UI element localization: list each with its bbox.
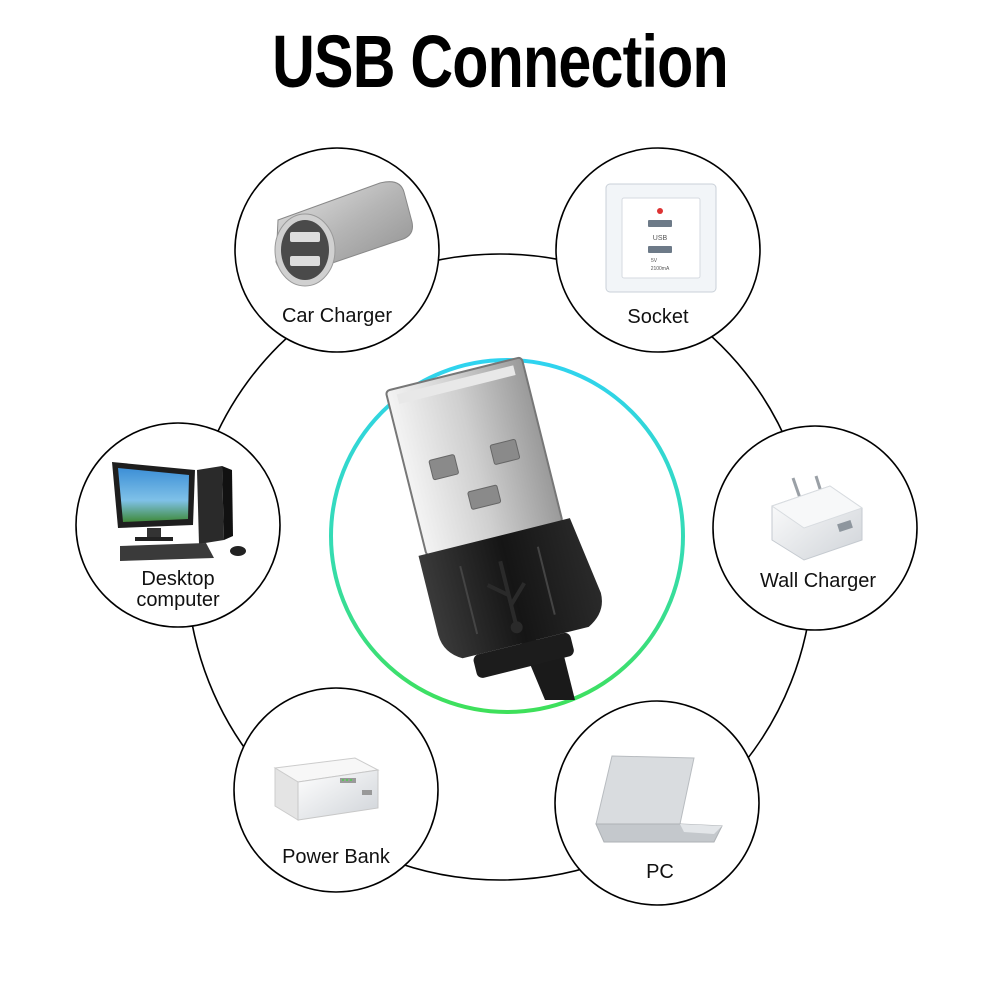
device-label-desktop-line-2: computer [136, 589, 220, 611]
device-label-desktop: Desktop computer [78, 569, 278, 611]
usb-plug-icon [385, 356, 602, 700]
device-label-car-charger: Car Charger [281, 305, 393, 327]
wall-charger-icon [770, 475, 864, 561]
wall-charger-node [712, 425, 918, 631]
power-bank-icon [273, 757, 380, 821]
desktop-node [75, 422, 281, 628]
socket-node: USB 5V 2100mA [555, 147, 761, 353]
car-charger-node [234, 147, 440, 353]
device-label-socket: Socket [627, 306, 689, 328]
socket-spec-text: 5V [651, 258, 658, 264]
device-label-wall-charger: Wall Charger [760, 570, 876, 592]
wall-socket-icon: USB 5V 2100mA [605, 183, 717, 293]
laptop-icon [595, 755, 723, 843]
center-usb-node [329, 356, 685, 714]
car-charger-icon [274, 181, 413, 287]
device-label-pc: PC [646, 861, 674, 883]
power-bank-node [233, 687, 439, 893]
device-label-desktop-line-1: Desktop [141, 568, 215, 590]
page-title: USB Connection [272, 20, 729, 103]
device-label-power-bank: Power Bank [282, 846, 390, 868]
pc-node [554, 700, 760, 906]
socket-usb-text: USB [653, 235, 668, 242]
socket-amp-text: 2100mA [651, 266, 670, 272]
desktop-computer-icon [112, 462, 246, 561]
